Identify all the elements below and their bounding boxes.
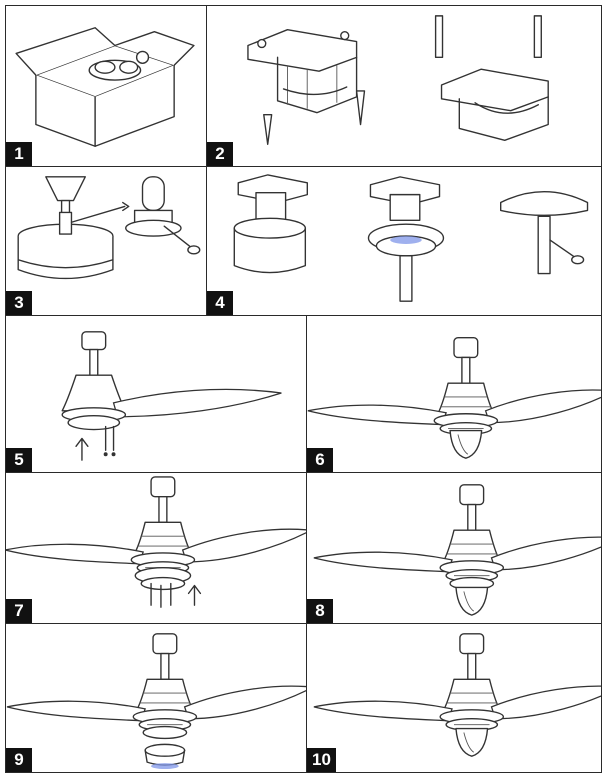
step-4-panel: 4 [206,166,602,316]
step-9-number: 9 [6,748,32,772]
step-1-number: 1 [6,142,32,166]
mounting-bracket-icon [247,15,549,145]
fan-complete-icon [313,633,601,757]
step-2-panel: 2 [206,5,602,167]
light-kit-attached-icon [313,484,601,616]
step-3-number: 3 [6,291,32,315]
step-8-number: 8 [307,599,333,623]
step-10-panel: 10 [306,623,602,773]
step-6-panel: 6 [306,315,602,473]
fan-box-icon [15,27,195,147]
step-2-number: 2 [207,142,233,166]
step-6-number: 6 [307,448,333,472]
step-7-number: 7 [6,599,32,623]
glass-shade-icon [6,633,306,770]
light-kit-screws-icon [6,476,306,608]
step-7-panel: 7 [5,472,307,624]
motor-downrod-icon [17,176,201,280]
canopy-assembly-icon [233,174,589,302]
step-5-panel: 5 [5,315,307,473]
step-3-panel: 3 [5,166,207,316]
step-4-number: 4 [207,291,233,315]
attach-blades-icon [61,331,282,461]
step-1-panel: 1 [5,5,207,167]
fan-assembled-icon [307,337,601,459]
step-10-number: 10 [307,748,336,772]
step-5-number: 5 [6,448,32,472]
step-9-panel: 9 [5,623,307,773]
step-8-panel: 8 [306,472,602,624]
